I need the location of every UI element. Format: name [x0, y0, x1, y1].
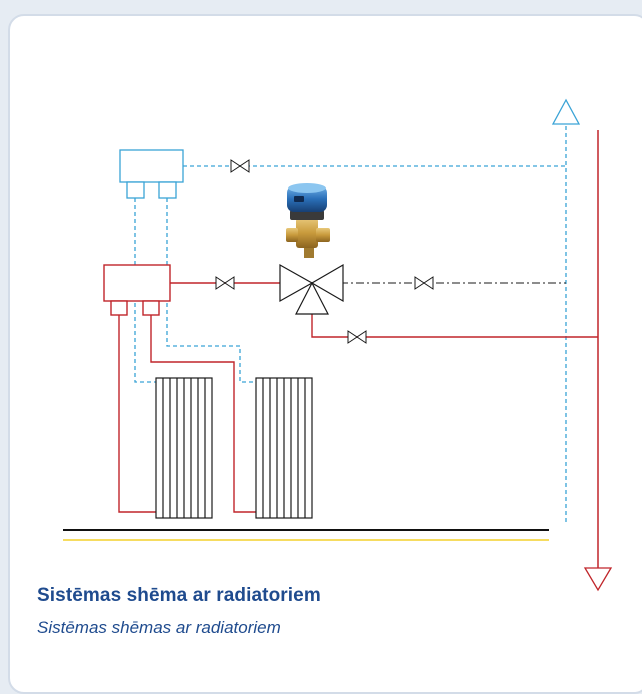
diagram-card	[8, 14, 642, 694]
up-arrow-icon	[551, 98, 581, 125]
valve-icon	[414, 276, 434, 290]
valve-icon	[230, 159, 250, 173]
return-manifold	[119, 149, 184, 199]
diagram-title: Sistēmas shēma ar radiatoriem	[37, 585, 321, 606]
valve-icon	[215, 276, 235, 290]
return-pipes	[134, 165, 566, 383]
valve-icon	[347, 330, 367, 344]
three-way-valve-icon	[279, 263, 344, 315]
motorized-actuator-icon	[286, 183, 330, 258]
supply-manifold	[103, 264, 171, 316]
down-arrow-icon	[583, 567, 613, 592]
radiator-right	[255, 377, 313, 519]
heating-system-diagram	[63, 98, 613, 592]
diagram-subtitle: Sistēmas shēmas ar radiatoriem	[37, 618, 281, 637]
radiator-left	[155, 377, 213, 519]
supply-pipes	[118, 282, 598, 513]
